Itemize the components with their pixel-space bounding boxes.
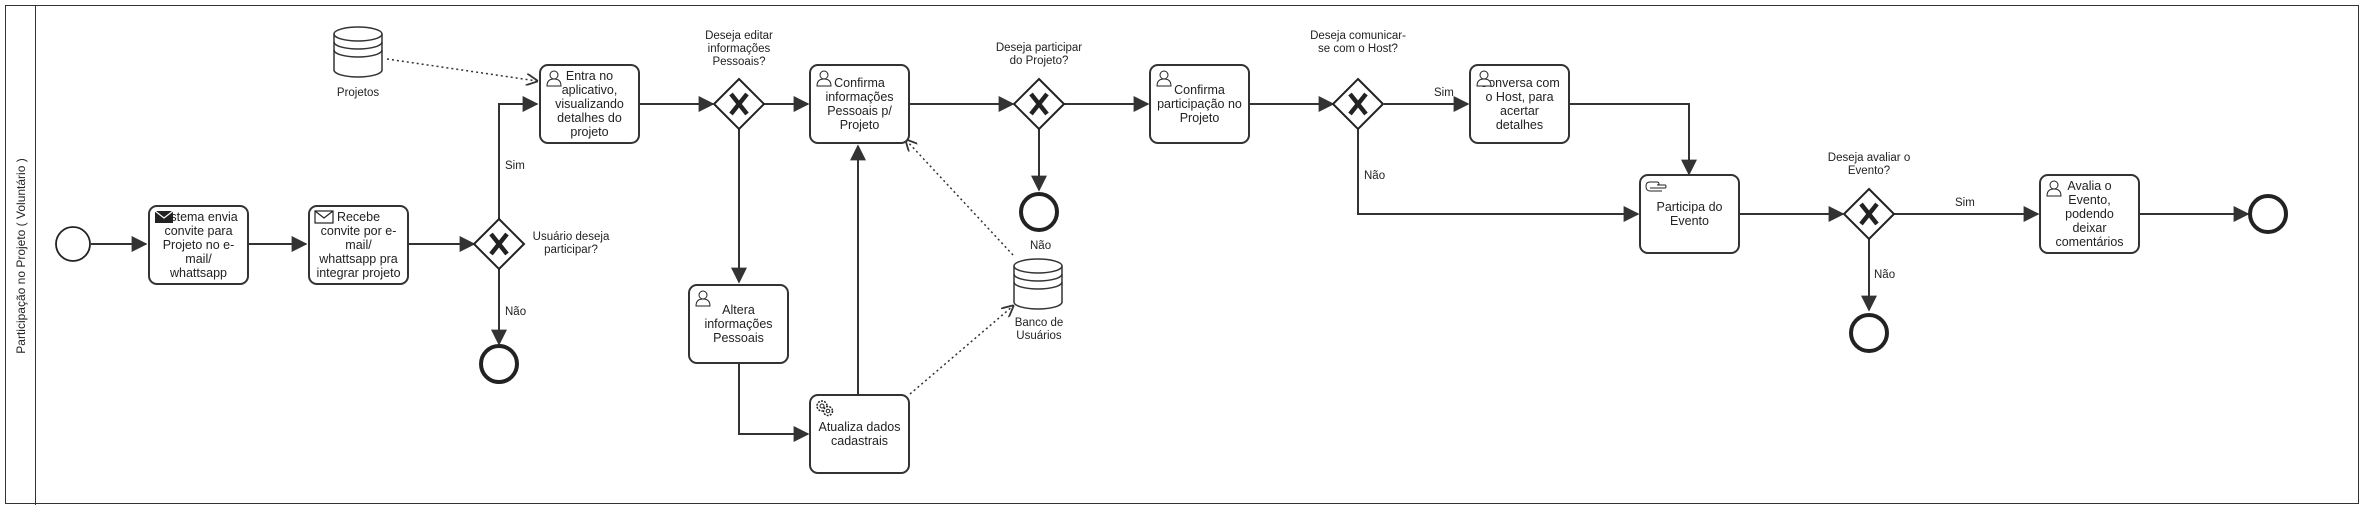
task-label: Confirma informações Pessoais p/ Projeto (825, 76, 894, 132)
gateway-question-g5: Deseja avaliar o Evento? (1827, 152, 1911, 177)
datastore-label-projetos: Projetos (336, 87, 380, 99)
lane-header: Participação no Projeto ( Voluntário ) (6, 6, 36, 505)
gateway-x-icon (1029, 92, 1049, 116)
flow-t8-t9 (1570, 103, 1697, 176)
end-event-g5 (1849, 313, 1889, 353)
datastore-label-usuarios: Banco de Usuários (1014, 317, 1064, 342)
task-label: Entra no aplicativo, visualizando detalh… (555, 69, 624, 139)
assoc-db-t6 (906, 140, 1014, 256)
user-icon (1475, 69, 1493, 90)
manual-task-icon (1645, 179, 1667, 196)
user-icon (545, 69, 563, 90)
flow-label-g1-no: Não (505, 306, 527, 318)
pool: Participação no Projeto ( Voluntário ) (5, 5, 2359, 505)
task-confirm-participation[interactable]: Confirma participação no Projeto (1149, 64, 1250, 144)
task-talk-host[interactable]: Conversa com o Host, para acertar detalh… (1469, 64, 1570, 144)
exclusive-gateway-g5 (1842, 187, 1896, 241)
task-label: Altera informações Pessoais (704, 303, 773, 345)
datastore-usuarios (1013, 258, 1063, 310)
flow-label-g5-yes: Sim (1955, 197, 1975, 209)
end-event-final (2248, 194, 2288, 234)
task-rate-event[interactable]: Avalia o Evento, podendo deixar comentár… (2039, 174, 2140, 254)
gateway-x-icon (729, 92, 749, 116)
gateway-question-g2: Deseja editar informações Pessoais? (705, 30, 773, 68)
user-icon (694, 289, 712, 310)
flow-label-g3-no: Não (1030, 240, 1052, 252)
task-label: Atualiza dados cadastrais (818, 420, 901, 448)
exclusive-gateway-g1 (472, 217, 526, 271)
user-icon (1155, 69, 1173, 90)
task-label: Sistema envia convite para Projeto no e-… (159, 210, 238, 280)
flow-t4-t5 (738, 364, 810, 442)
exclusive-gateway-g3 (1012, 77, 1066, 131)
flow-label-g4-no: Não (1364, 170, 1386, 182)
flow-label-g5-no: Não (1874, 269, 1896, 281)
user-icon (815, 69, 833, 90)
send-message-icon (154, 210, 174, 227)
task-confirm-info[interactable]: Confirma informações Pessoais p/ Projeto (809, 64, 910, 144)
task-change-info[interactable]: Altera informações Pessoais (688, 284, 789, 364)
exclusive-gateway-g4 (1331, 77, 1385, 131)
exclusive-gateway-g2 (712, 77, 766, 131)
gateway-x-icon (489, 232, 509, 256)
assoc-projetos-t3 (386, 58, 537, 81)
start-event (55, 226, 91, 262)
task-participate-event[interactable]: Participa do Evento (1639, 174, 1740, 254)
task-label: Conversa com o Host, para acertar detalh… (1479, 76, 1560, 132)
task-update-data[interactable]: Atualiza dados cadastrais (809, 394, 910, 474)
user-icon (2045, 179, 2063, 200)
end-event-g1 (479, 344, 519, 384)
task-send-invite[interactable]: Sistema envia convite para Projeto no e-… (148, 205, 249, 285)
gateway-question-g3: Deseja participar do Projeto? (995, 42, 1083, 67)
flow-label-g1-yes: Sim (505, 160, 525, 172)
task-label: Recebe convite por e-mail/ whattsapp pra… (316, 210, 401, 280)
flow-g4-t9 (1357, 129, 1640, 222)
end-event-g3 (1019, 192, 1059, 232)
datastore-projetos (333, 26, 383, 78)
task-label: Participa do Evento (1656, 200, 1723, 228)
task-receive-invite[interactable]: Recebe convite por e-mail/ whattsapp pra… (308, 205, 409, 285)
gear-icon (815, 399, 835, 420)
receive-message-icon (314, 210, 334, 227)
task-label: Confirma participação no Projeto (1157, 83, 1242, 125)
task-enter-app[interactable]: Entra no aplicativo, visualizando detalh… (539, 64, 640, 144)
lane-label: Participação no Projeto ( Voluntário ) (14, 158, 28, 354)
task-label: Avalia o Evento, podendo deixar comentár… (2055, 179, 2124, 249)
gateway-x-icon (1348, 92, 1368, 116)
gateway-x-icon (1859, 202, 1879, 226)
flow-g1-t3 (498, 96, 539, 219)
gateway-question-g4: Deseja comunicar-se com o Host? (1310, 30, 1406, 55)
flow-label-g4-yes: Sim (1434, 87, 1454, 99)
gateway-question-g1: Usuário deseja participar? (532, 231, 610, 256)
